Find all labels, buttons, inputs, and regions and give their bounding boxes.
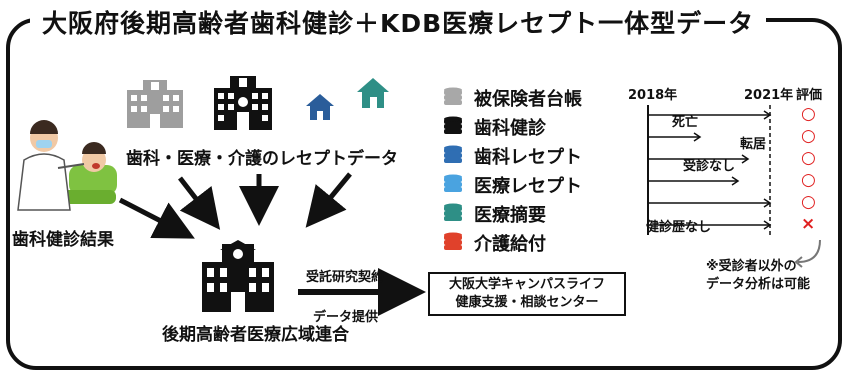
- timeline-arrowhead: [763, 110, 772, 120]
- dentist-illustration-icon: [17, 120, 117, 211]
- diagram-title: 大阪府後期高齢者歯科健診＋KDB医療レセプト一体型データ: [30, 4, 767, 40]
- curved-arrow-icon: [794, 239, 821, 268]
- timeline-row-label: 死亡: [672, 115, 699, 130]
- legend-item: 介護給付: [442, 231, 546, 255]
- circle-mark: ○: [801, 148, 816, 168]
- dental-results-label: 歯科健診結果: [12, 230, 114, 250]
- note-line-1: ※受診者以外の: [706, 259, 797, 274]
- house-teal-icon: [357, 78, 389, 108]
- legend-label: 歯科健診: [474, 118, 546, 139]
- note-line-2: データ分析は可能: [706, 277, 811, 292]
- eval-header: 評価: [796, 88, 823, 103]
- circle-mark: ○: [801, 170, 816, 190]
- timeline-arrowhead: [731, 176, 740, 186]
- legend-item: 医療レセプト: [442, 173, 582, 197]
- legend-label: 医療摘要: [474, 205, 546, 226]
- legend-label: 介護給付: [474, 234, 546, 255]
- legend-item: 歯科レセプト: [442, 144, 582, 168]
- circle-mark: ○: [801, 192, 816, 212]
- legend-item: 被保険者台帳: [442, 86, 582, 110]
- center-line-2: 健康支援・相談センター: [455, 295, 599, 310]
- hospital-gray-icon: [127, 80, 183, 128]
- receipt-data-label: 歯科・医療・介護のレセプトデータ: [126, 149, 398, 169]
- legend-item: 歯科健診: [442, 115, 546, 139]
- legend-label: 医療レセプト: [474, 176, 582, 197]
- database-icon: [444, 145, 462, 163]
- database-icon: [444, 174, 462, 192]
- hospital-black-icon: [214, 76, 272, 130]
- database-icon: [444, 232, 462, 250]
- timeline-start-label: 2018年: [628, 88, 678, 103]
- database-icon: [444, 116, 462, 134]
- provision-label: データ提供: [313, 310, 379, 325]
- legend-item: 医療摘要: [442, 202, 546, 226]
- timeline-arrowhead: [693, 132, 702, 142]
- database-icon: [444, 203, 462, 221]
- center-box: 大阪大学キャンパスライフ 健康支援・相談センター: [428, 272, 626, 316]
- legend-label: 被保険者台帳: [474, 89, 582, 110]
- timeline-row-label: 健診歴なし: [646, 220, 712, 235]
- cross-mark: ×: [801, 214, 816, 234]
- center-line-1: 大阪大学キャンパスライフ: [448, 277, 605, 292]
- legend-label: 歯科レセプト: [474, 147, 582, 168]
- union-label: 後期高齢者医療広域連合: [162, 325, 349, 345]
- database-icon: [444, 87, 462, 105]
- house-blue-icon: [306, 94, 334, 120]
- timeline-end-label: 2021年: [744, 88, 794, 103]
- circle-mark: ○: [801, 126, 816, 146]
- timeline-arrowhead: [763, 198, 772, 208]
- timeline-arrowhead: [763, 220, 772, 230]
- timeline-arrowhead: [741, 154, 750, 164]
- contract-label: 受託研究契約: [306, 270, 385, 285]
- timeline-row-label: 転居: [740, 137, 767, 152]
- union-building-icon: [202, 240, 274, 312]
- timeline-row-label: 受診なし: [683, 159, 736, 174]
- circle-mark: ○: [801, 104, 816, 124]
- timeline-chart: [647, 105, 772, 235]
